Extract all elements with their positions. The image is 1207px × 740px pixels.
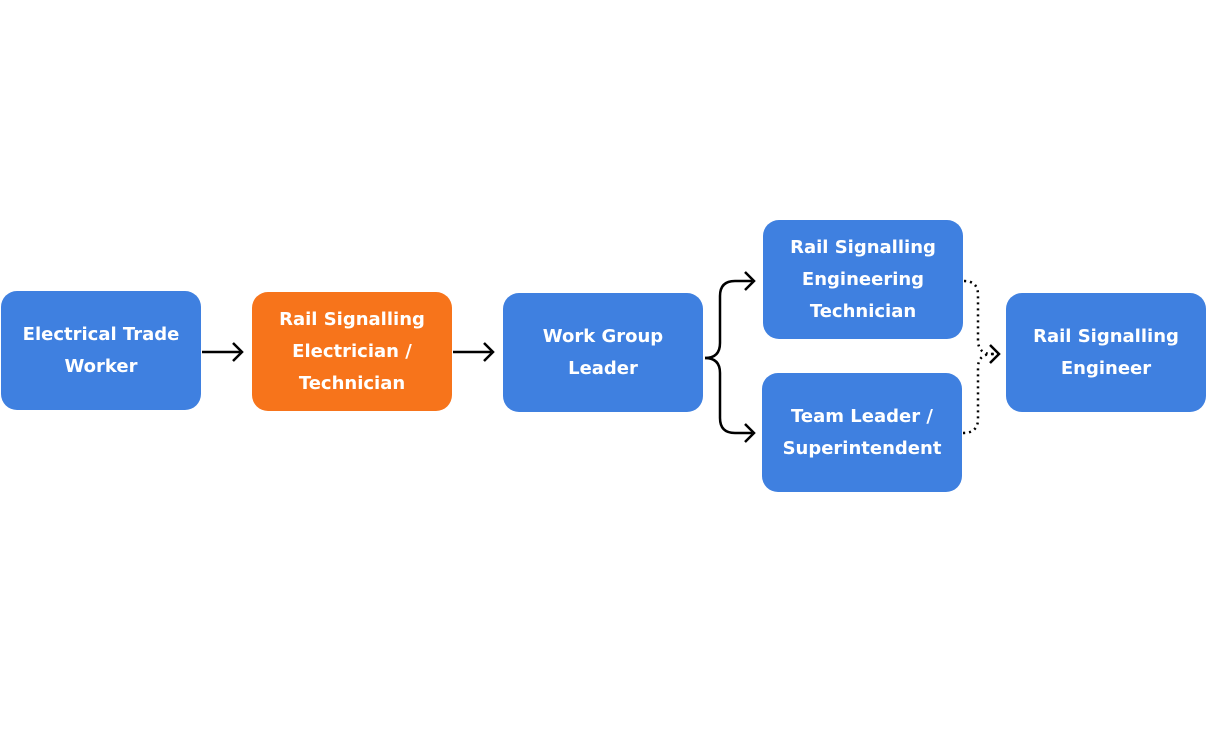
edge-n4-n6 bbox=[963, 279, 998, 356]
edge-n3-n5 bbox=[704, 356, 752, 435]
node-label: Rail Signalling Engineer bbox=[1033, 325, 1179, 379]
arrowhead-n3-n4 bbox=[744, 271, 756, 291]
node-work-group-leader: Work Group Leader bbox=[503, 293, 703, 412]
node-rail-signalling-engineer: Rail Signalling Engineer bbox=[1006, 293, 1206, 412]
node-rail-signalling-engineering-technician: Rail Signalling Engineering Technician bbox=[763, 220, 963, 339]
node-label: Electrical Trade Worker bbox=[22, 323, 180, 377]
edge-n5-n6 bbox=[962, 352, 998, 435]
edge-n3-n4 bbox=[704, 279, 752, 360]
node-label: Work Group Leader bbox=[542, 325, 664, 379]
arrowhead-n2-n3 bbox=[483, 342, 495, 362]
node-team-leader-superintendent: Team Leader / Superintendent bbox=[762, 373, 962, 492]
arrowhead-n4n5-n6 bbox=[989, 344, 1001, 364]
arrowhead-n3-n5 bbox=[744, 423, 756, 443]
node-label: Team Leader / Superintendent bbox=[782, 405, 942, 459]
node-label: Rail Signalling Engineering Technician bbox=[790, 236, 936, 322]
node-rail-signalling-electrician-technician: Rail Signalling Electrician / Technician bbox=[252, 292, 452, 411]
node-electrical-trade-worker: Electrical Trade Worker bbox=[1, 291, 201, 410]
node-label: Rail Signalling Electrician / Technician bbox=[279, 308, 425, 394]
arrowhead-n1-n2 bbox=[232, 342, 244, 362]
